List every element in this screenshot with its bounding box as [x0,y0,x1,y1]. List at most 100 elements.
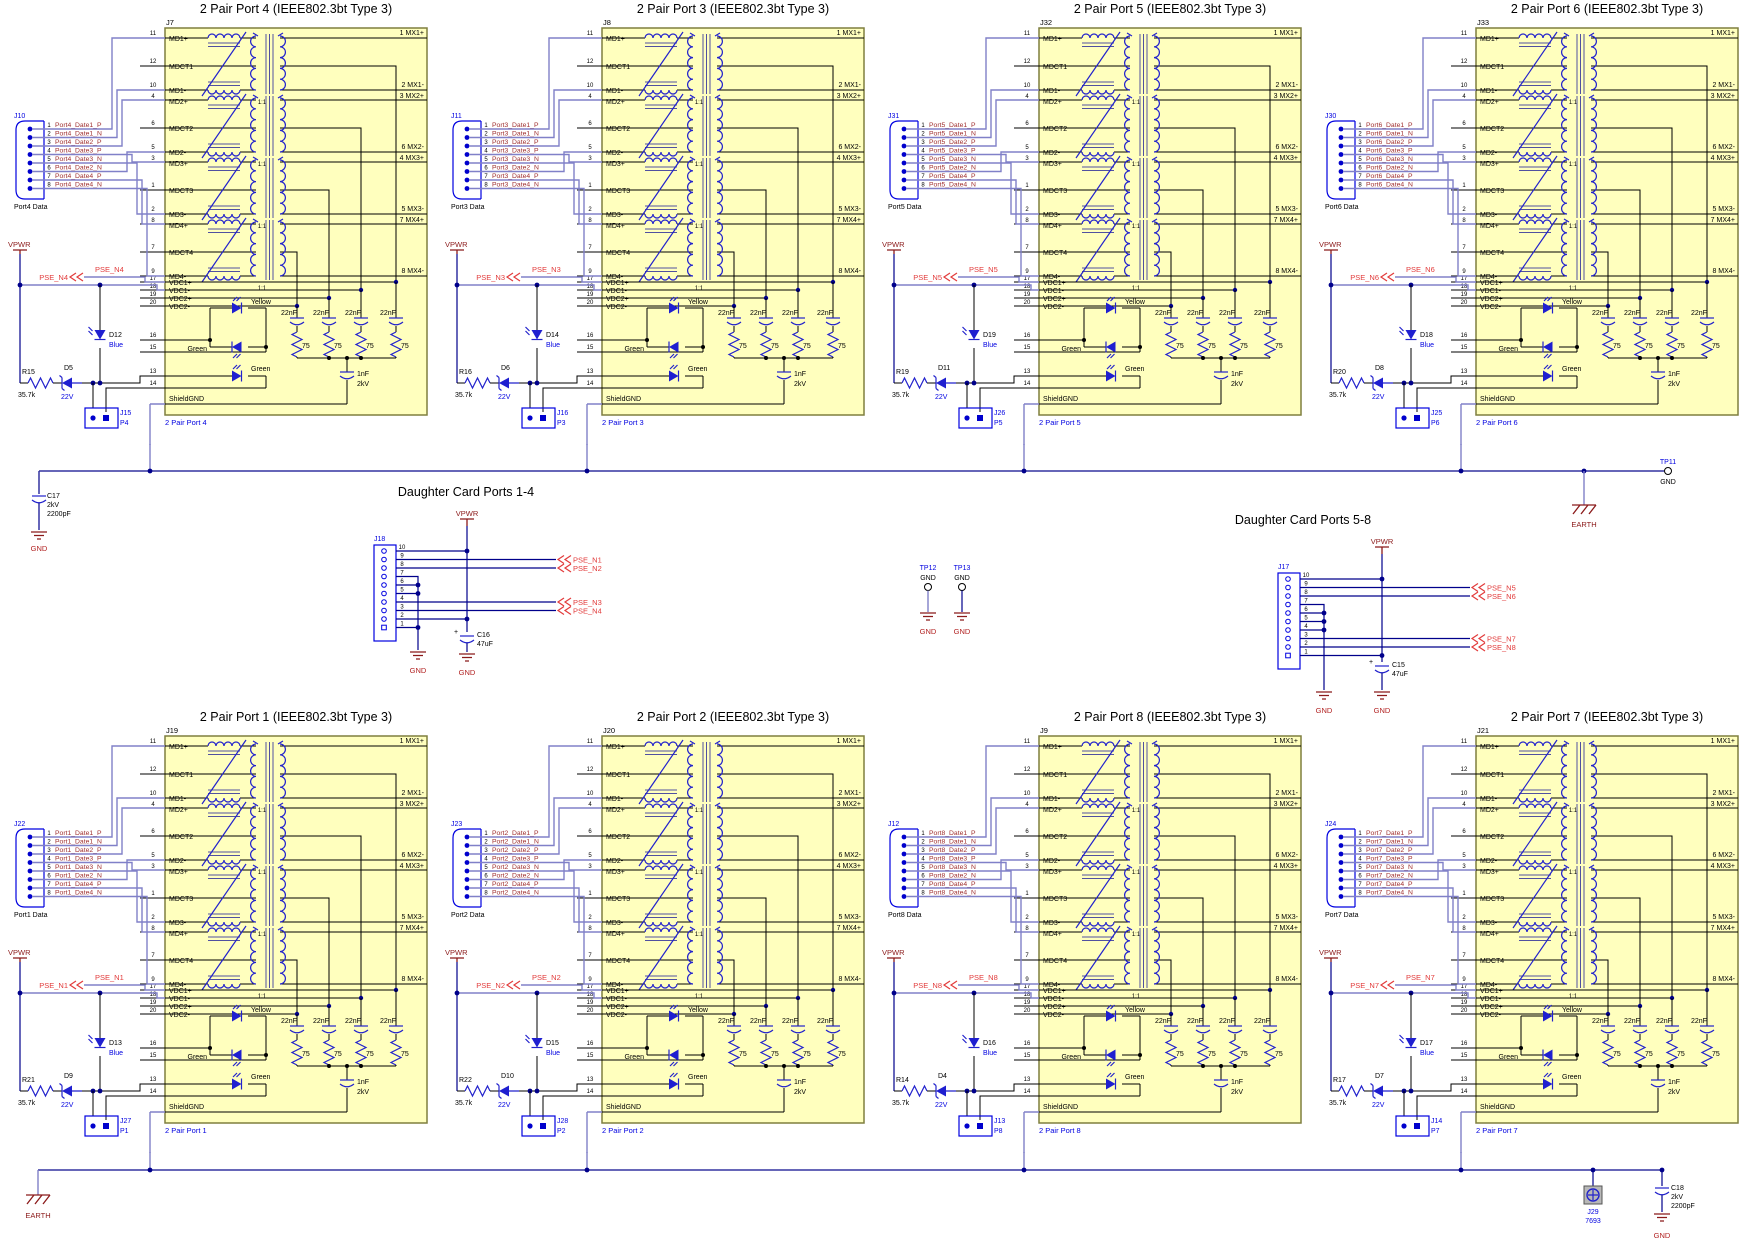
module-shield-pin: ShieldGND [149,1104,347,1153]
blue-led[interactable]: D12 Blue [87,285,124,383]
zener-value: 22V [935,1102,948,1109]
zener-diode[interactable]: D5 22V [58,365,83,401]
test-point-tp12[interactable]: TP12 GND GND [919,565,937,636]
rc-termination-network[interactable]: 22nF 22nF 22nF 22nF 75 75 75 75 1nF 2kV [281,282,409,404]
svg-text:75: 75 [803,1051,811,1058]
svg-text:Port6_Date1_P: Port6_Date1_P [1366,122,1413,129]
svg-text:MD4-: MD4- [1480,274,1498,281]
data-connector[interactable]: J30 1 2 3 4 5 6 7 8 Port6_Date1_P Port6_… [1325,37,1476,277]
jumper[interactable]: J26 P5 [958,383,1039,429]
data-connector[interactable]: J12 1 2 3 4 5 6 7 8 Port8_Date1_P Port8_… [888,745,1039,985]
svg-text:VDC1-: VDC1- [169,288,191,295]
detection-resistor[interactable]: R17 35.7k [1329,1077,1365,1107]
jumper-ref: J13 [994,1118,1005,1125]
blue-led[interactable]: D13 Blue [87,993,124,1091]
detection-resistor[interactable]: R15 35.7k [18,369,54,399]
module-led-pins: 16 15 13 14 [577,333,602,389]
zener-diode[interactable]: D11 22V [932,365,957,401]
cap-value: 2200pF [47,511,71,518]
rc-termination-network[interactable]: 22nF 22nF 22nF 22nF 75 75 75 75 1nF 2kV [718,282,846,404]
svg-text:Port2_Date2_P: Port2_Date2_P [492,847,539,854]
vpwr-label: VPWR [882,240,905,249]
zener-diode[interactable]: D10 22V [495,1073,520,1109]
module-block-label: 2 Pair Port 3 [602,418,644,427]
data-connector[interactable]: J24 1 2 3 4 5 6 7 8 Port7_Date1_P Port7_… [1325,745,1476,985]
zener-diode[interactable]: D6 22V [495,365,520,401]
jumper[interactable]: J28 P2 [521,1091,602,1137]
svg-text:ShieldGND: ShieldGND [606,1104,641,1111]
test-point-tp11[interactable]: TP11 GND [1660,459,1676,486]
svg-text:Port7_Date2_P: Port7_Date2_P [1366,847,1413,854]
rc-termination-network[interactable]: 22nF 22nF 22nF 22nF 75 75 75 75 1nF 2kV [1592,990,1720,1112]
detection-resistor[interactable]: R16 35.7k [455,369,491,399]
svg-text:VDC1+: VDC1+ [1480,280,1503,287]
zener-diode[interactable]: D8 22V [1369,365,1394,401]
svg-text:1: 1 [484,831,488,837]
jumper[interactable]: J25 P6 [1395,383,1476,429]
cap-c18[interactable]: C18 2kV 2200pF GND [1653,1170,1695,1240]
svg-text:Port2_Date3_N: Port2_Date3_N [492,864,539,871]
connector-j17[interactable]: J17 10 9 8 7 6 5 4 3 2 1 [1277,564,1310,670]
detection-resistor[interactable]: R19 35.7k [892,369,928,399]
module-status-leds: Yellow Green Green [165,296,272,389]
data-connector[interactable]: J22 1 2 3 4 5 6 7 8 Port1_Date1_P Port1_… [14,745,165,985]
cap-c17[interactable]: C17 2kV 2200pF GND [30,471,71,553]
data-connector[interactable]: J31 1 2 3 4 5 6 7 8 Port5_Date1_P Port5_… [888,37,1039,277]
jumper[interactable]: J16 P3 [521,383,602,429]
jumper[interactable]: J27 P1 [84,1091,165,1137]
blue-led[interactable]: D17 Blue [1398,993,1435,1091]
svg-text:8: 8 [484,183,488,189]
detection-resistor[interactable]: R21 35.7k [18,1077,54,1107]
blue-led[interactable]: D18 Blue [1398,285,1435,383]
svg-text:4: 4 [588,802,592,808]
detection-resistor[interactable]: R20 35.7k [1329,369,1365,399]
mounting-hole-j29[interactable]: J29 7693 [1583,1170,1603,1225]
svg-text:MD2-: MD2- [169,858,187,865]
svg-text:75: 75 [1712,1051,1720,1058]
detection-resistor[interactable]: R22 35.7k [455,1077,491,1107]
svg-text:6 MX2-: 6 MX2- [838,852,861,859]
svg-text:19: 19 [150,292,157,298]
svg-text:MD2-: MD2- [606,858,624,865]
detection-resistor[interactable]: R14 35.7k [892,1077,928,1107]
svg-text:8: 8 [921,183,925,189]
svg-text:2kV: 2kV [794,1089,806,1096]
svg-text:MD1+: MD1+ [1043,36,1062,43]
zener-diode[interactable]: D7 22V [1369,1073,1394,1109]
cap-ref: C16 [477,632,490,639]
jumper[interactable]: J15 P4 [84,383,165,429]
zener-diode[interactable]: D9 22V [58,1073,83,1109]
zener-diode[interactable]: D4 22V [932,1073,957,1109]
blue-led[interactable]: D14 Blue [524,285,561,383]
jumper[interactable]: J14 P7 [1395,1091,1476,1137]
bulk-cap-c15[interactable]: + C15 47uF GND [1369,659,1408,715]
svg-text:17: 17 [150,984,157,990]
connector-j18[interactable]: J18 10 9 8 7 6 5 4 3 2 1 [373,536,406,642]
svg-text:MD4+: MD4+ [606,931,625,938]
jumper[interactable]: J13 P8 [958,1091,1039,1137]
rc-termination-network[interactable]: 22nF 22nF 22nF 22nF 75 75 75 75 1nF 2kV [1155,282,1283,404]
blue-led[interactable]: D16 Blue [961,993,998,1091]
bulk-cap-c16[interactable]: + C16 47uF GND [454,629,493,677]
rc-termination-network[interactable]: 22nF 22nF 22nF 22nF 75 75 75 75 1nF 2kV [1155,990,1283,1112]
rc-termination-network[interactable]: 22nF 22nF 22nF 22nF 75 75 75 75 1nF 2kV [718,990,846,1112]
data-connector[interactable]: J23 1 2 3 4 5 6 7 8 Port2_Date1_P Port2_… [451,745,602,985]
rc-termination-network[interactable]: 22nF 22nF 22nF 22nF 75 75 75 75 1nF 2kV [281,990,409,1112]
port-power-circuit: VPWR PSE_N6 PSE_N6 D18 Blue R20 35.7k D8… [1319,240,1476,429]
svg-text:Green: Green [251,366,271,373]
test-point-tp13[interactable]: TP13 GND GND [953,565,971,636]
svg-text:Port7_Date1_N: Port7_Date1_N [1366,839,1413,846]
rc-termination-network[interactable]: 22nF 22nF 22nF 22nF 75 75 75 75 1nF 2kV [1592,282,1720,404]
data-connector[interactable]: J11 1 2 3 4 5 6 7 8 Port3_Date1_P Port3_… [451,37,602,277]
blue-led[interactable]: D19 Blue [961,285,998,383]
data-connector[interactable]: J10 1 2 3 4 5 6 7 8 Port4_Date1_P Port4_… [14,37,165,277]
blue-led[interactable]: D15 Blue [524,993,561,1091]
